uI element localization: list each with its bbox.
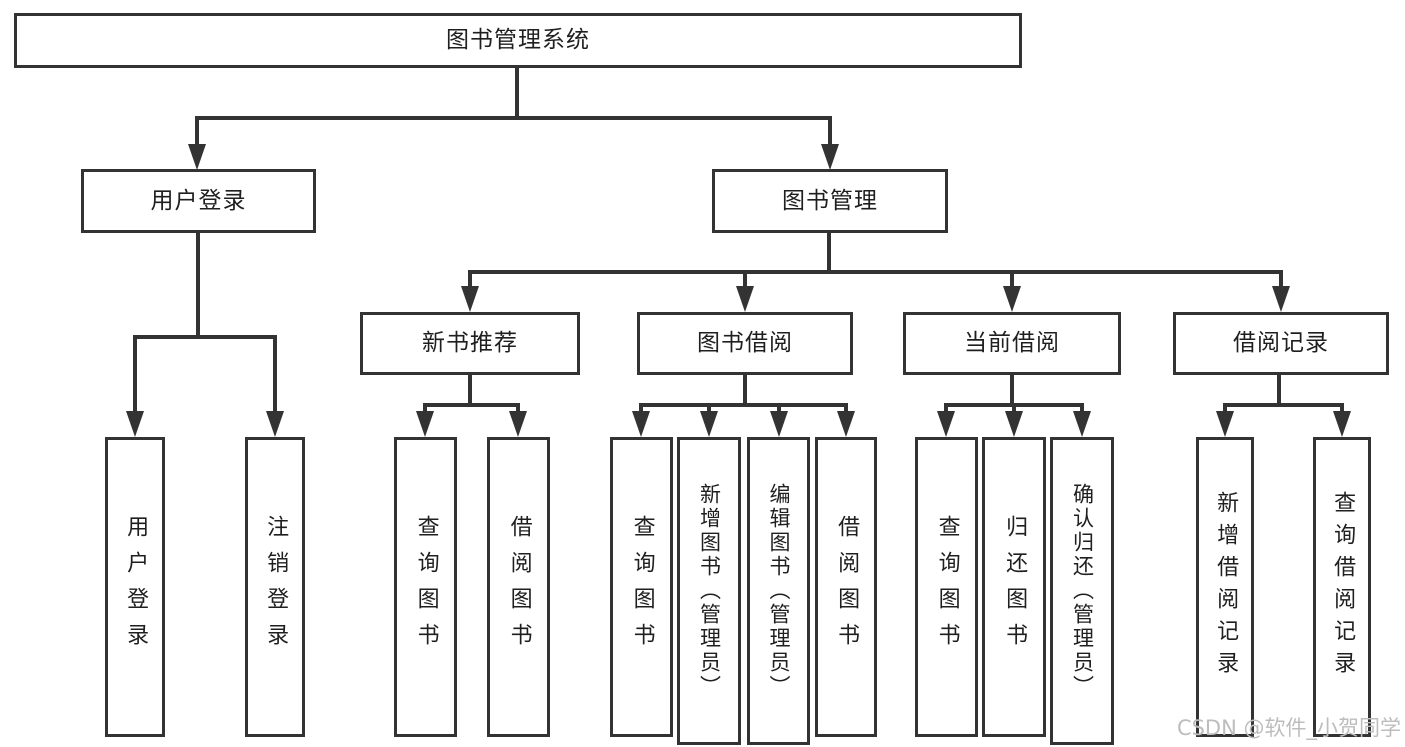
leaf-user-login: 用户登录 [105, 437, 165, 737]
leaf-query-borrow-record: 查询借阅记录 [1313, 437, 1371, 737]
leaf-confirm-return-admin: 确认归还（管理员） [1050, 437, 1114, 745]
leaf-query-books-recommend: 查询图书 [394, 437, 457, 737]
connector-new-book-recommend-to-leaves [416, 375, 527, 437]
arrow-down-icon [632, 411, 650, 437]
connector-current-borrowing-to-leaves [937, 375, 1091, 437]
node-borrow-records: 借阅记录 [1173, 312, 1389, 375]
arrow-down-icon [937, 411, 955, 437]
connector-root-to-level2 [188, 68, 839, 170]
arrow-down-icon [837, 411, 855, 437]
node-book-borrowing: 图书借阅 [637, 312, 853, 375]
watermark: CSDN @软件_小贺同学 [1176, 716, 1401, 740]
connector-borrow-records-to-leaves [1216, 375, 1351, 437]
arrow-down-icon [736, 286, 754, 312]
arrow-down-icon [1003, 286, 1021, 312]
arrow-down-icon [1005, 411, 1023, 437]
arrow-down-icon [266, 411, 284, 437]
leaf-query-books-borrowing: 查询图书 [610, 437, 673, 737]
connector-book-borrowing-to-leaves [632, 375, 855, 437]
arrow-down-icon [1333, 411, 1351, 437]
leaf-return-books: 归还图书 [982, 437, 1046, 737]
arrow-down-icon [509, 411, 527, 437]
leaf-borrow-books-recommend: 借阅图书 [487, 437, 550, 737]
arrow-down-icon [770, 411, 788, 437]
leaf-borrow-books-borrowing: 借阅图书 [815, 437, 877, 737]
leaf-edit-book-admin: 编辑图书（管理员） [747, 437, 810, 745]
node-new-book-recommend: 新书推荐 [360, 312, 580, 375]
leaf-add-borrow-record: 新增借阅记录 [1196, 437, 1254, 737]
leaf-query-books-current: 查询图书 [915, 437, 978, 737]
node-user-login: 用户登录 [81, 169, 316, 233]
node-book-management: 图书管理 [712, 169, 948, 233]
arrow-down-icon [821, 144, 839, 170]
leaf-add-book-admin: 新增图书（管理员） [677, 437, 741, 745]
connector-book-management-to-level3 [461, 233, 1290, 312]
arrow-down-icon [188, 144, 206, 170]
arrow-down-icon [1272, 286, 1290, 312]
leaf-logout: 注销登录 [245, 437, 305, 737]
node-current-borrowing: 当前借阅 [903, 312, 1121, 375]
arrow-down-icon [700, 411, 718, 437]
arrow-down-icon [1216, 411, 1234, 437]
connector-user-login-to-leaves [126, 233, 284, 437]
arrow-down-icon [416, 411, 434, 437]
arrow-down-icon [1073, 411, 1091, 437]
arrow-down-icon [461, 286, 479, 312]
arrow-down-icon [126, 411, 144, 437]
node-library-management-system: 图书管理系统 [14, 13, 1022, 68]
